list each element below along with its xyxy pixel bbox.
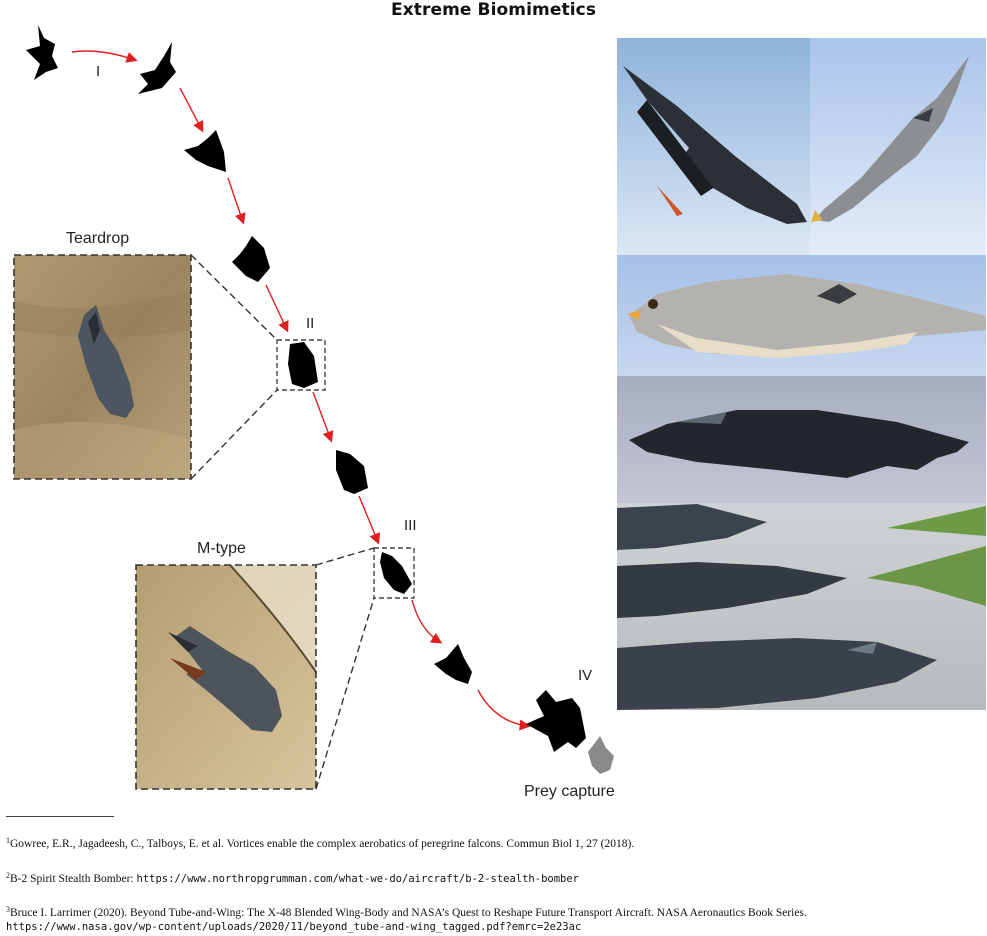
falcon-silhouette-5 (288, 342, 318, 388)
falcon-silhouette-3 (184, 130, 226, 172)
footnote-1: 1Gowree, E.R., Jagadeesh, C., Talboys, E… (6, 836, 635, 850)
falcon-silhouette-2 (138, 42, 176, 94)
stage-label-i: I (96, 63, 100, 80)
panel-diving-falcon (810, 38, 986, 255)
arrow-6 (358, 495, 380, 545)
stage-label-iii: III (404, 517, 417, 534)
arrow-4 (265, 284, 289, 333)
mtype-falcon (176, 626, 282, 732)
falcon-silhouette-4 (232, 236, 270, 282)
panel-b2-tarmac (617, 503, 986, 710)
falcon-silhouette-6 (336, 450, 368, 494)
panel-b2-flight (617, 376, 986, 503)
footnote-3-link[interactable]: https://www.nasa.gov/wp-content/uploads/… (6, 921, 582, 933)
footnote-3: 3Bruce I. Larrimer (2020). Beyond Tube-a… (6, 905, 807, 919)
prey-capture-label: Prey capture (524, 783, 615, 800)
teardrop-label: Teardrop (66, 230, 129, 247)
teardrop-inset (13, 254, 278, 480)
arrow-7 (411, 599, 443, 644)
panel-falcon-level (617, 255, 986, 376)
dive-arrows (71, 50, 531, 731)
stage-ii-box (276, 339, 326, 391)
falcon-silhouette-1 (26, 25, 58, 80)
arrow-3 (227, 177, 246, 225)
page-title: Extreme Biomimetics (390, 0, 597, 20)
prey-silhouette (588, 736, 614, 774)
mtype-label: M-type (197, 540, 246, 557)
arrow-2 (179, 87, 204, 133)
falcon-silhouettes (26, 25, 586, 752)
arrow-5 (312, 391, 334, 443)
falcon-silhouette-7 (380, 552, 412, 594)
mtype-inset (135, 547, 375, 790)
stage-iii-box (373, 547, 415, 599)
panel-diving-aircraft (617, 38, 810, 255)
footnote-rule (6, 816, 114, 817)
falcon-silhouette-8 (434, 644, 472, 684)
stage-label-iv: IV (578, 667, 592, 684)
footnote-2: 2B-2 Spirit Stealth Bomber: https://www.… (6, 871, 580, 885)
footnote-2-link[interactable]: https://www.northropgrumman.com/what-we-… (136, 873, 580, 885)
stage-label-ii: II (306, 315, 314, 332)
photo-collage (617, 38, 986, 710)
falcon-dive-figure: I II III IV Teardrop M-type Prey capture (13, 25, 615, 800)
arrow-8 (477, 689, 531, 731)
arrow-1 (71, 50, 138, 63)
falcon-silhouette-9 (526, 690, 586, 752)
